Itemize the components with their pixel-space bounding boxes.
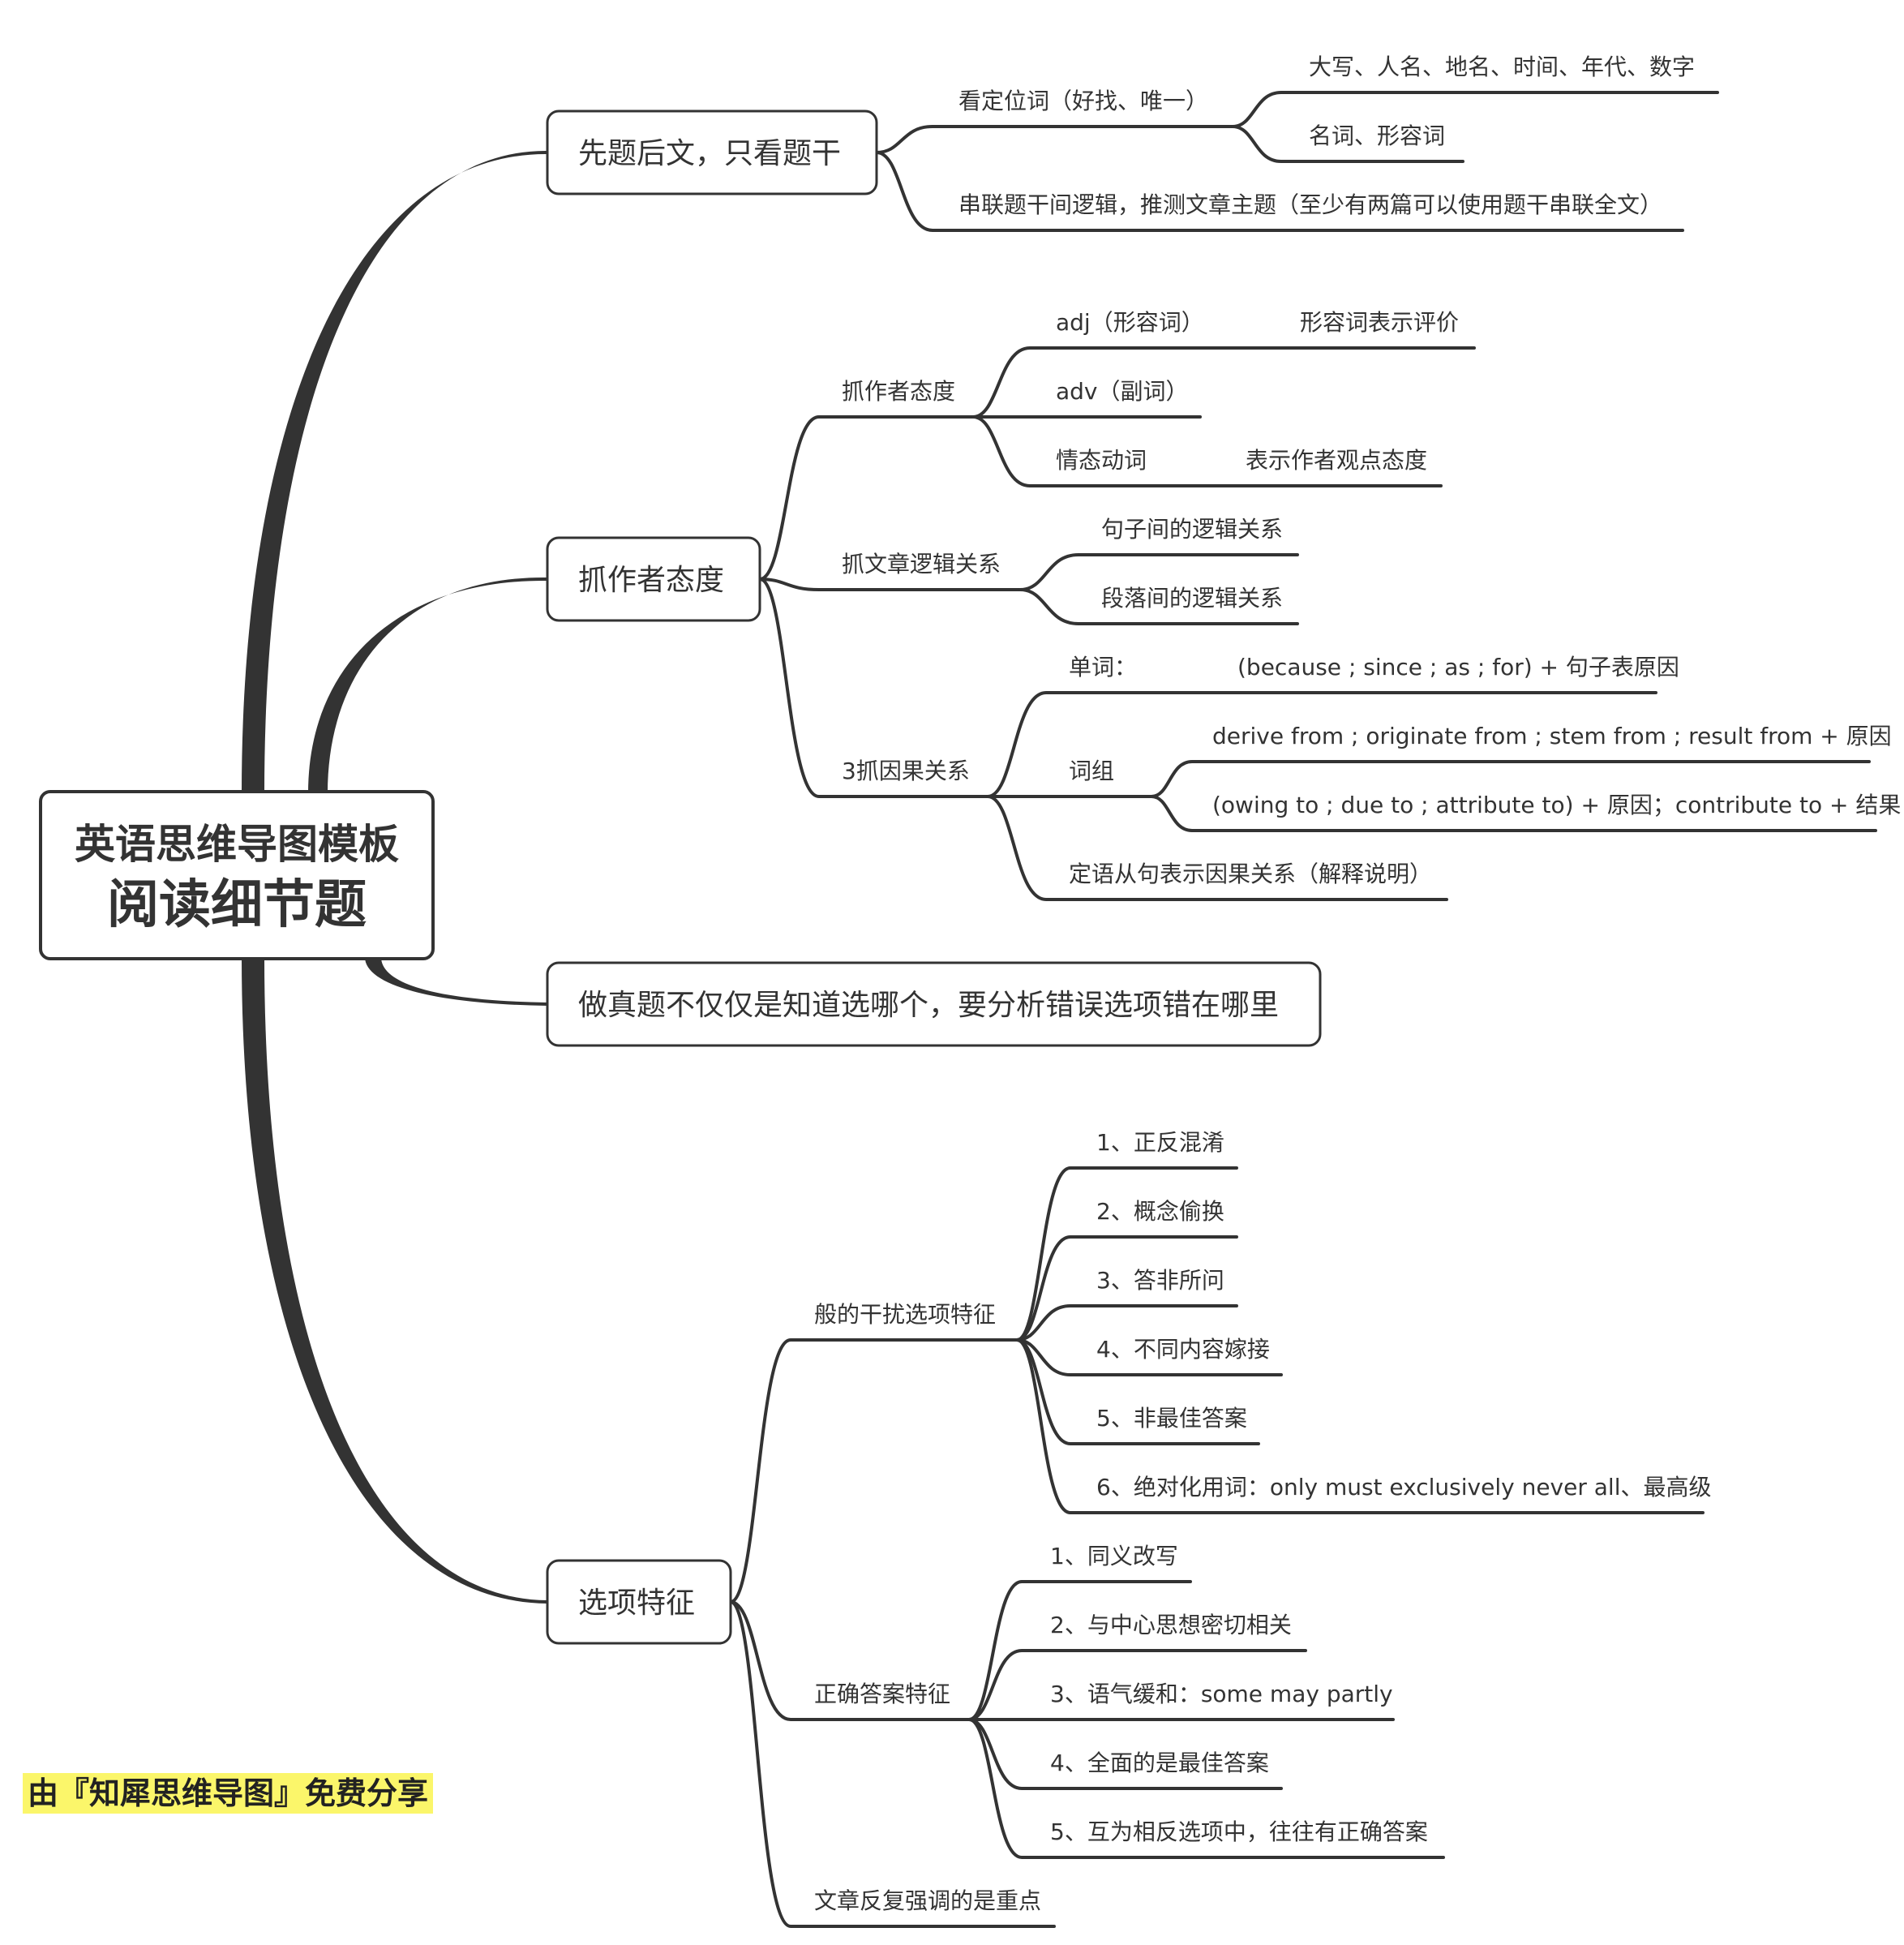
topic-node-option-features[interactable]: 选项特征 <box>546 1559 732 1645</box>
topic-box <box>546 536 761 622</box>
topic-node-analyze-wrong-options[interactable]: 做真题不仅仅是知道选哪个，要分析错误选项错在哪里 <box>546 961 1322 1047</box>
subtopic-distractor-features[interactable]: 般的干扰选项特征 <box>814 1301 996 1328</box>
leaf-distractor-2[interactable]: 2、概念偷换 <box>1096 1198 1224 1225</box>
connector-line <box>1150 795 1877 832</box>
connector-line <box>967 1580 1192 1721</box>
leaf-attributive-clause[interactable]: 定语从句表示因果关系（解释说明） <box>1069 861 1432 887</box>
connector-line <box>875 125 1234 154</box>
topic-label: 抓作者态度 <box>578 564 724 597</box>
leaf-capitals-names-dates[interactable]: 大写、人名、地名、时间、年代、数字 <box>1309 54 1695 80</box>
leaf-adj[interactable]: adj（形容词） <box>1056 309 1204 336</box>
subtopic-author-attitude[interactable]: 抓作者态度 <box>842 378 955 405</box>
connector-line <box>1015 1235 1238 1342</box>
connector-line <box>1231 91 1719 128</box>
topic-box <box>546 109 878 195</box>
leaf-paragraph-logic[interactable]: 段落间的逻辑关系 <box>1101 585 1283 612</box>
topic-box <box>546 961 1322 1047</box>
leaf-because-since[interactable]: (because ; since ; as ; for) + 句子表原因 <box>1237 654 1679 681</box>
leaf-nouns-adjectives[interactable]: 名词、形容词 <box>1309 122 1445 149</box>
connector-line <box>758 577 1022 591</box>
leaf-distractor-5[interactable]: 5、非最佳答案 <box>1096 1405 1247 1432</box>
root-title: 英语思维导图模板 <box>75 821 399 868</box>
connector-line <box>986 691 1657 798</box>
leaf-modal-verbs[interactable]: 情态动词 <box>1056 447 1147 474</box>
topic-label: 选项特征 <box>578 1586 695 1620</box>
leaf-correct-4[interactable]: 4、全面的是最佳答案 <box>1050 1750 1269 1776</box>
connector-line <box>986 795 1448 901</box>
connector-line <box>1015 1338 1283 1376</box>
leaf-distractor-4[interactable]: 4、不同内容嫁接 <box>1096 1336 1270 1363</box>
trunk-connector <box>242 150 547 794</box>
topic-node-author-attitude[interactable]: 抓作者态度 <box>546 536 761 622</box>
leaf-owing-to[interactable]: (owing to ; due to ; attribute to) + 原因；… <box>1212 792 1901 818</box>
leaf-phrases[interactable]: 词组 <box>1069 758 1114 784</box>
connector-line <box>1015 1304 1238 1342</box>
leaf-derive-from[interactable]: derive from ; originate from ; stem from… <box>1212 723 1892 749</box>
leaf-correct-1[interactable]: 1、同义改写 <box>1050 1543 1178 1569</box>
subtopic-logic-relations[interactable]: 抓文章逻辑关系 <box>842 551 1001 577</box>
connector-line <box>967 1718 1445 1859</box>
leaf-correct-3[interactable]: 3、语气缓和：some may partly <box>1050 1681 1393 1707</box>
connector-line <box>1231 125 1464 163</box>
topic-label: 做真题不仅仅是知道选哪个，要分析错误选项错在哪里 <box>578 989 1279 1022</box>
connector-line <box>1150 760 1871 798</box>
connector-line <box>758 415 975 581</box>
topic-box <box>546 1559 732 1645</box>
trunk-connector <box>308 577 547 793</box>
connector-line <box>967 1718 1283 1790</box>
leaf-correct-2[interactable]: 2、与中心思想密切相关 <box>1050 1612 1292 1638</box>
root-node[interactable]: 英语思维导图模板 阅读细节题 <box>39 790 435 960</box>
sub-branch-connectors <box>729 91 1877 1928</box>
subtopic-connect-logic[interactable]: 串联题干间逻辑，推测文章主题（至少有两篇可以使用题干串联全文） <box>958 191 1662 218</box>
leaf-distractor-1[interactable]: 1、正反混淆 <box>1096 1129 1224 1156</box>
connector-line <box>729 1600 971 1721</box>
leaf-words[interactable]: 单词： <box>1069 654 1137 681</box>
leaf-adj-evaluation[interactable]: 形容词表示评价 <box>1300 309 1459 336</box>
leaf-adv[interactable]: adv（副词） <box>1056 378 1189 405</box>
connector-line <box>875 151 1684 232</box>
leaf-sentence-logic[interactable]: 句子间的逻辑关系 <box>1101 516 1283 543</box>
subtopic-repeated-emphasis[interactable]: 文章反复强调的是重点 <box>814 1887 1041 1914</box>
trunk-connector <box>365 957 547 1006</box>
leaf-distractor-6[interactable]: 6、绝对化用词：only must exclusively never all、… <box>1096 1474 1711 1501</box>
connector-line <box>971 415 1443 487</box>
subtopic-correct-features[interactable]: 正确答案特征 <box>814 1681 950 1707</box>
connector-line <box>1015 1166 1238 1342</box>
root-node-box <box>39 790 435 960</box>
subtopic-keywords[interactable]: 看定位词（好找、唯一） <box>958 88 1208 114</box>
topic-label: 先题后文，只看题干 <box>578 137 841 170</box>
credit-banner: 由『知犀思维导图』免费分享 <box>23 1773 434 1814</box>
main-branch-connectors <box>242 150 547 1604</box>
connector-line <box>729 1600 1056 1928</box>
subtopic-cause-effect[interactable]: 3抓因果关系 <box>842 758 970 784</box>
connector-line <box>967 1649 1307 1721</box>
leaf-author-viewpoint[interactable]: 表示作者观点态度 <box>1246 447 1427 474</box>
connector-line <box>1018 588 1299 625</box>
connector-line <box>1018 553 1299 591</box>
root-subtitle: 阅读细节题 <box>107 875 367 935</box>
leaf-correct-5[interactable]: 5、互为相反选项中，往往有正确答案 <box>1050 1818 1428 1845</box>
leaf-distractor-3[interactable]: 3、答非所问 <box>1096 1267 1224 1294</box>
connector-line <box>729 1338 1018 1604</box>
connector-line <box>971 346 1476 419</box>
connector-line <box>1015 1338 1705 1514</box>
trunk-connector <box>242 957 547 1604</box>
topic-node-read-question-first[interactable]: 先题后文，只看题干 <box>546 109 878 195</box>
connector-line <box>758 577 989 798</box>
